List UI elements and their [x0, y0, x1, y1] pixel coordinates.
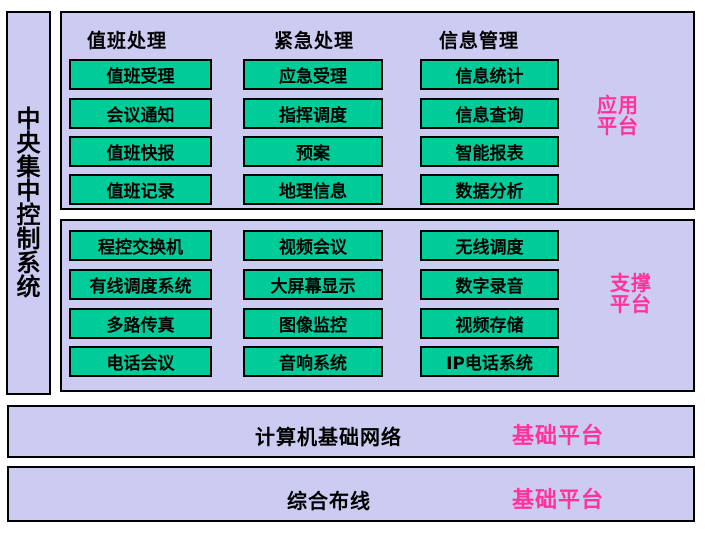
platform-label-line: 应用 [597, 93, 639, 117]
module-box: 无线调度 [420, 230, 559, 261]
sidebar-char: 制 [16, 225, 41, 253]
column-header-emergency-processing: 紧急处理 [274, 30, 355, 52]
sidebar-char: 央 [16, 129, 41, 157]
base-bar-title: 计算机基础网络 [255, 425, 402, 449]
module-box: 多路传真 [69, 308, 212, 339]
column-header-duty-processing: 值班处理 [87, 30, 168, 52]
application-platform-panel: 值班处理 紧急处理 信息管理 值班受理 会议通知 值班快报 值班记录 应急受理 … [60, 11, 695, 210]
module-box: 信息统计 [420, 59, 559, 90]
module-box: 指挥调度 [243, 98, 383, 129]
sidebar-char: 系 [16, 249, 41, 277]
module-box: 地理信息 [243, 174, 383, 205]
application-platform-label: 应用 平台 [597, 95, 639, 137]
module-box: 数字录音 [420, 269, 559, 300]
module-box: 数据分析 [420, 174, 559, 205]
module-box: 信息查询 [420, 98, 559, 129]
platform-label-line: 平台 [597, 114, 639, 138]
base-platform-label: 基础平台 [512, 424, 605, 449]
module-box: 电话会议 [69, 346, 212, 377]
support-platform-panel: 程控交换机 有线调度系统 多路传真 电话会议 视频会议 大屏幕显示 图像监控 音… [60, 219, 695, 392]
module-box: 有线调度系统 [69, 269, 212, 300]
module-box: 大屏幕显示 [243, 269, 383, 300]
module-box: 应急受理 [243, 59, 383, 90]
module-box: 值班快报 [69, 136, 212, 167]
sidebar-char: 集 [16, 153, 41, 181]
module-box: 值班记录 [69, 174, 212, 205]
support-platform-label: 支撑 平台 [610, 273, 652, 315]
sidebar-char: 中 [16, 177, 41, 205]
module-box: 音响系统 [243, 346, 383, 377]
module-box: 值班受理 [69, 59, 212, 90]
base-platform-label: 基础平台 [512, 488, 605, 513]
platform-label-line: 平台 [610, 292, 652, 316]
column-header-information-management: 信息管理 [439, 30, 520, 52]
base-platform-bar-cabling: 综合布线 基础平台 [7, 466, 695, 522]
module-box: 视频存储 [420, 308, 559, 339]
module-box: IP电话系统 [420, 346, 559, 377]
base-platform-bar-network: 计算机基础网络 基础平台 [7, 405, 695, 458]
module-box: 图像监控 [243, 308, 383, 339]
module-box: 智能报表 [420, 136, 559, 167]
platform-label-line: 支撑 [610, 271, 652, 295]
sidebar-char: 中 [16, 105, 41, 133]
sidebar-char: 统 [16, 273, 41, 301]
sidebar-char: 控 [16, 201, 41, 229]
sidebar-central-control-system: 中 央 集 中 控 制 系 统 [6, 11, 51, 395]
module-box: 会议通知 [69, 98, 212, 129]
module-box: 程控交换机 [69, 230, 212, 261]
module-box: 视频会议 [243, 230, 383, 261]
module-box: 预案 [243, 136, 383, 167]
base-bar-title: 综合布线 [287, 489, 371, 513]
